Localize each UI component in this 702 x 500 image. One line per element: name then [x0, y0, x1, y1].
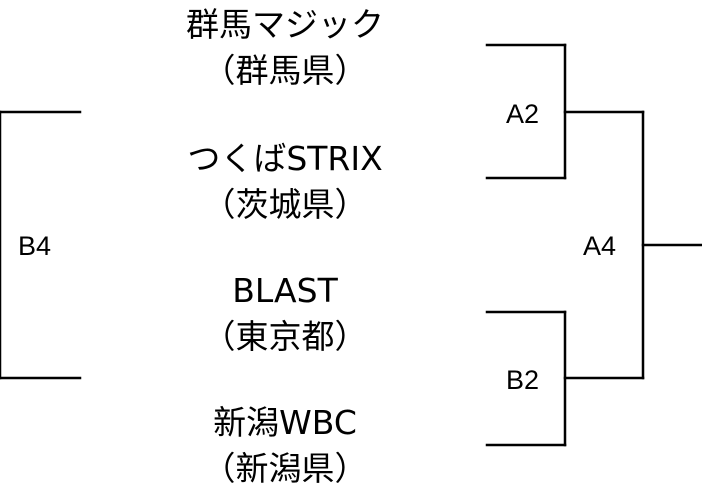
team-gunma: 群馬マジック （群馬県） — [180, 2, 390, 94]
team-prefecture: （茨城県） — [202, 185, 368, 224]
team-name: 群馬マジック — [186, 5, 384, 44]
seed-left-bracket: B4 — [18, 231, 52, 261]
seed-upper-right: A2 — [506, 99, 540, 129]
team-name: BLAST — [232, 271, 338, 310]
team-name: つくばSTRIX — [187, 139, 383, 178]
seed-lower-right: B2 — [506, 365, 540, 395]
team-name: 新潟WBC — [213, 403, 357, 442]
team-prefecture: （新潟県） — [202, 449, 368, 488]
team-tsukuba: つくばSTRIX （茨城県） — [180, 136, 390, 228]
team-prefecture: （群馬県） — [202, 51, 368, 90]
seed-final-right: A4 — [583, 231, 617, 261]
team-prefecture: （東京都） — [202, 317, 368, 356]
team-niigata: 新潟WBC （新潟県） — [180, 400, 390, 492]
team-blast: BLAST （東京都） — [180, 268, 390, 360]
